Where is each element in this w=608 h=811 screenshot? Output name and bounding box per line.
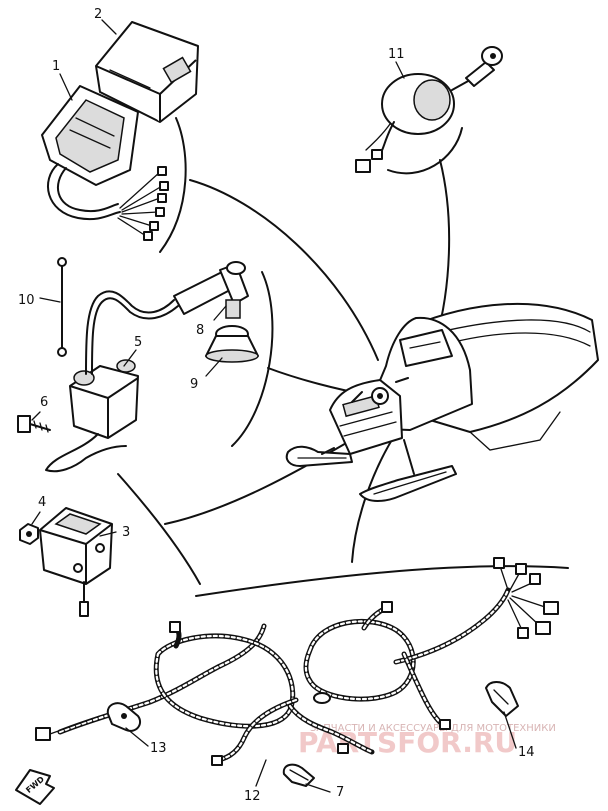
bolt <box>17 415 51 433</box>
cdi-cover <box>95 21 199 123</box>
callout-2: 2 <box>94 7 102 22</box>
plug-cover <box>205 325 259 363</box>
spark-plug-cap <box>173 261 249 319</box>
callout-13: 13 <box>150 741 167 756</box>
callout-8: 8 <box>196 323 204 338</box>
callout-11: 11 <box>388 47 405 62</box>
cable-clamp-13 <box>106 702 142 732</box>
callout-leaders <box>31 19 517 793</box>
cdi-unit <box>41 85 169 241</box>
watermark-tagline: ЗАПЧАСТИ И АКСЕССУАРЫ ДЛЯ МОТОТЕХНИКИ <box>310 723 556 734</box>
snowmobile <box>285 302 599 502</box>
wire-clip-7 <box>282 763 315 787</box>
callout-6: 6 <box>40 395 48 410</box>
voltage-regulator <box>39 507 113 617</box>
callout-1: 1 <box>52 59 60 74</box>
callout-4: 4 <box>38 495 46 510</box>
callout-10: 10 <box>18 293 35 308</box>
callout-12: 12 <box>244 789 261 804</box>
callout-14: 14 <box>518 745 535 760</box>
cable-clamp-14 <box>485 681 519 717</box>
wire-harness <box>35 557 559 766</box>
callout-numbers: 1 2 3 4 5 6 7 8 9 10 11 12 13 14 <box>18 7 535 804</box>
callout-5: 5 <box>134 335 142 350</box>
callout-9: 9 <box>190 377 198 392</box>
main-switch <box>355 46 503 173</box>
callout-7: 7 <box>336 785 344 800</box>
nut <box>19 523 39 545</box>
ignition-coil <box>45 290 179 473</box>
forward-direction-marker: FWD <box>15 769 55 805</box>
ground-lead <box>57 257 67 357</box>
callout-3: 3 <box>122 525 130 540</box>
